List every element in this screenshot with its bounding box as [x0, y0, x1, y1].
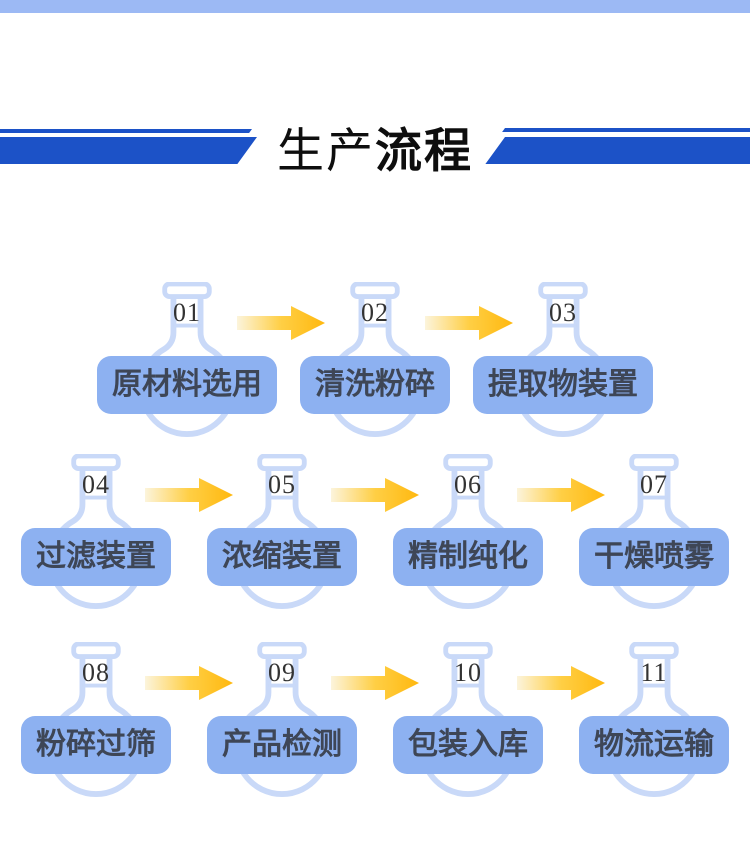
- step-label: 提取物装置: [473, 356, 653, 414]
- step-number: 04: [82, 470, 110, 499]
- process-step: 03 提取物装置: [469, 282, 657, 437]
- arrow-icon: [425, 306, 513, 340]
- step-number: 02: [361, 298, 389, 327]
- process-step: 05 浓缩装置: [189, 454, 375, 609]
- page-title: 生产流程: [0, 120, 750, 182]
- arrow-icon: [517, 666, 605, 700]
- step-label: 清洗粉碎: [300, 356, 450, 414]
- step-label: 干燥喷雾: [579, 528, 729, 586]
- step-number: 10: [454, 658, 482, 687]
- process-step: 01 原材料选用: [93, 282, 281, 437]
- page-title-regular: 生产: [277, 124, 375, 177]
- step-number: 01: [173, 298, 201, 327]
- page-title-bold: 流程: [375, 124, 473, 177]
- process-row: 08 粉碎过筛 09 产品检测 10 包装入库 11 物流运输: [3, 642, 747, 797]
- step-number: 07: [640, 470, 668, 499]
- process-step: 09 产品检测: [189, 642, 375, 797]
- arrow-icon: [145, 666, 233, 700]
- arrow-icon: [237, 306, 325, 340]
- process-row: 04 过滤装置 05 浓缩装置 06 精制纯化 07 干燥喷雾: [3, 454, 747, 609]
- step-label: 物流运输: [579, 716, 729, 774]
- process-step: 04 过滤装置: [3, 454, 189, 609]
- process-step: 10 包装入库: [375, 642, 561, 797]
- step-number: 11: [640, 658, 668, 687]
- step-number: 06: [454, 470, 482, 499]
- process-step: 11 物流运输: [561, 642, 747, 797]
- process-step: 08 粉碎过筛: [3, 642, 189, 797]
- process-row: 01 原材料选用 02 清洗粉碎 03 提取物装置: [93, 282, 657, 437]
- step-label: 精制纯化: [393, 528, 543, 586]
- step-number: 08: [82, 658, 110, 687]
- step-number: 05: [268, 470, 296, 499]
- step-label: 过滤装置: [21, 528, 171, 586]
- step-number: 03: [549, 298, 577, 327]
- arrow-icon: [331, 666, 419, 700]
- step-label: 产品检测: [207, 716, 357, 774]
- step-label: 原材料选用: [97, 356, 277, 414]
- arrow-icon: [517, 478, 605, 512]
- step-label: 包装入库: [393, 716, 543, 774]
- step-number: 09: [268, 658, 296, 687]
- arrow-icon: [331, 478, 419, 512]
- step-label: 浓缩装置: [207, 528, 357, 586]
- process-step: 07 干燥喷雾: [561, 454, 747, 609]
- top-accent-bar: [0, 0, 750, 13]
- process-step: 06 精制纯化: [375, 454, 561, 609]
- title-band: 生产流程: [0, 120, 750, 182]
- arrow-icon: [145, 478, 233, 512]
- process-step: 02 清洗粉碎: [281, 282, 469, 437]
- step-label: 粉碎过筛: [21, 716, 171, 774]
- process-rows: 01 原材料选用 02 清洗粉碎 03 提取物装置 04 过滤装置 05 浓缩装置 06 精制纯化 07…: [0, 282, 750, 830]
